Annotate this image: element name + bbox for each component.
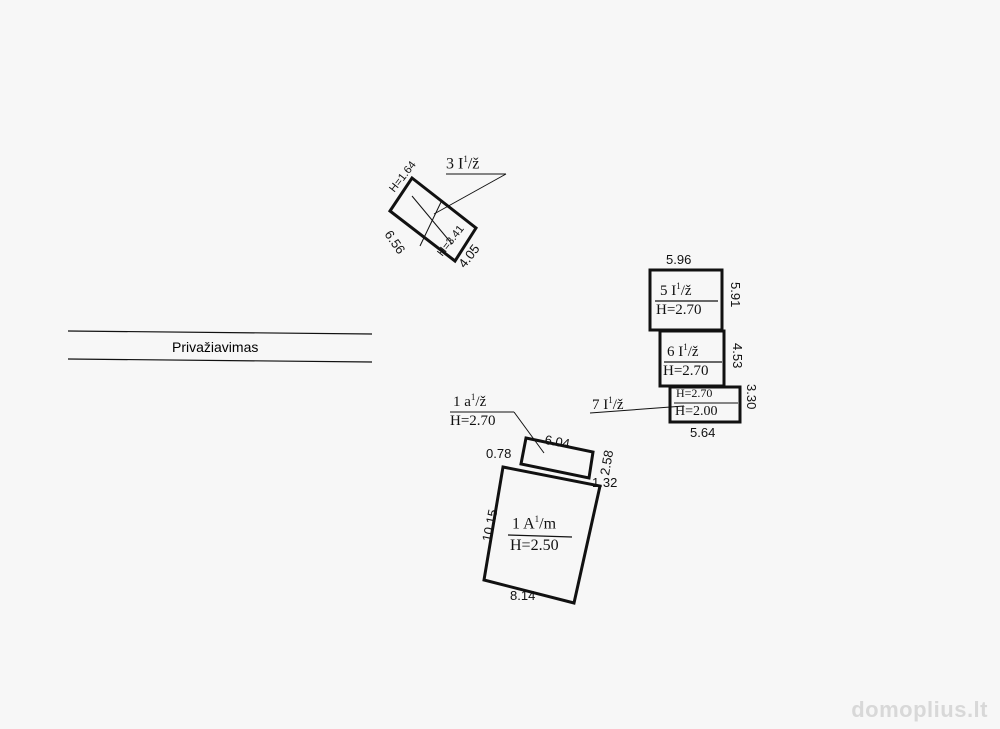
building-7-outline xyxy=(668,385,742,424)
building-1a-outline xyxy=(519,436,595,480)
road-line-bottom xyxy=(67,358,373,363)
building-1a-leader-diag xyxy=(513,411,545,454)
building-5-outline xyxy=(648,268,724,332)
building-1A-divider xyxy=(507,534,573,538)
building-6-label: 6 I1/ž xyxy=(667,342,699,360)
building-1a-dim-left: 0.78 xyxy=(486,446,512,461)
road-label: Privažiavimas xyxy=(172,339,259,355)
building-1a-dim-top: 6.04 xyxy=(543,432,572,452)
building-3-outline xyxy=(387,173,507,264)
building-5-dim-right: 5.91 xyxy=(728,282,743,308)
building-1A-label: 1 A1/m xyxy=(512,514,557,533)
building-1A-dim-bottom: 8.14 xyxy=(510,588,536,603)
building-1A-height: H=2.50 xyxy=(510,537,559,554)
watermark-logo: domoplius.lt xyxy=(851,697,988,722)
building-6-dim-right: 4.53 xyxy=(730,343,745,369)
road-line-top xyxy=(67,330,373,335)
building-6-height: H=2.70 xyxy=(663,363,709,379)
building-5-dim-top: 5.96 xyxy=(666,252,692,267)
building-7-dim-bottom: 5.64 xyxy=(690,425,716,440)
building-1a-label: 1 a1/ž xyxy=(453,392,487,410)
building-7-height: H=2.00 xyxy=(675,404,718,419)
building-7-leader xyxy=(589,405,685,414)
building-1A-outline xyxy=(482,465,602,605)
building-3-label: 3 I1/ž xyxy=(446,154,480,173)
building-7-dim-right: 3.30 xyxy=(744,384,759,410)
building-1a-dim-right2: 1.32 xyxy=(592,475,618,490)
building-5-height: H=2.70 xyxy=(656,302,702,318)
building-7-height-top: H=2.70 xyxy=(676,386,713,400)
building-7-label: 7 I1/ž xyxy=(592,395,624,413)
building-1a-height: H=2.70 xyxy=(450,413,496,429)
building-5-label: 5 I1/ž xyxy=(660,281,692,299)
